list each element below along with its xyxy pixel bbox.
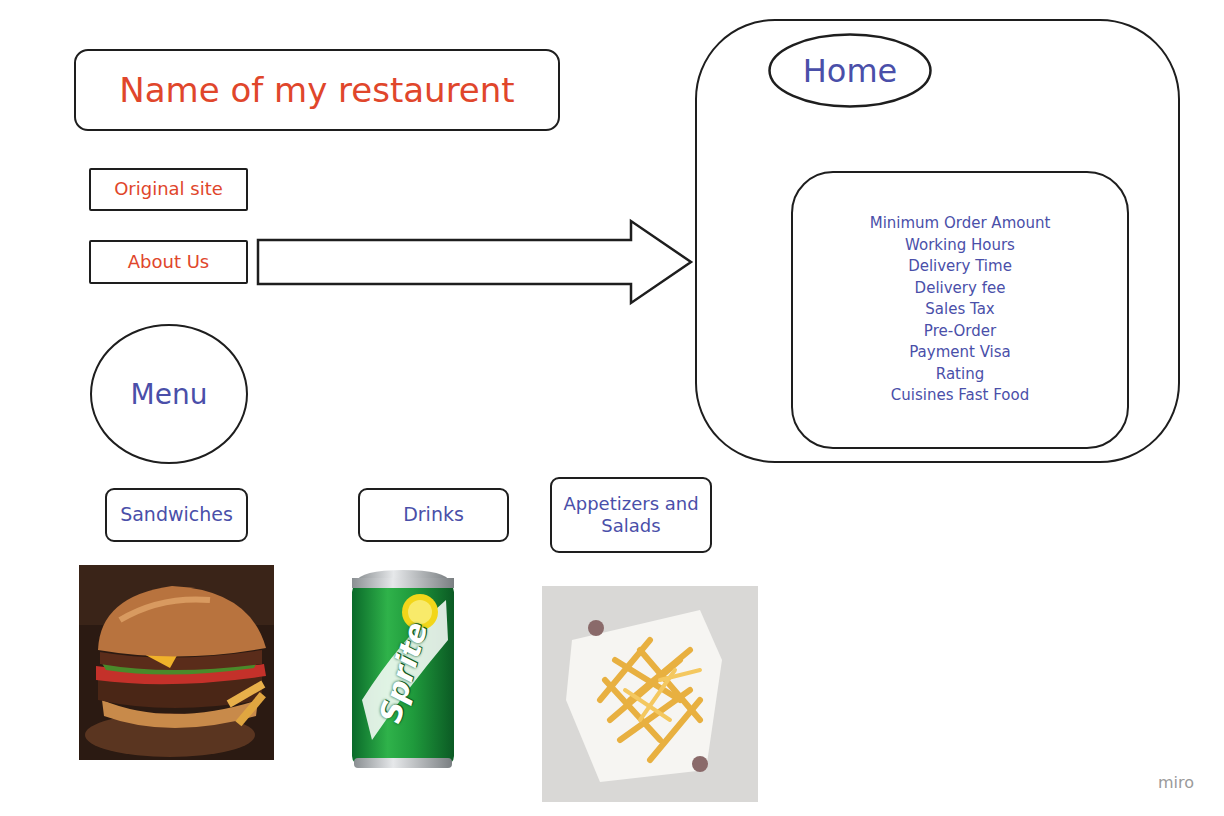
node-content: Name of my restaurent	[76, 51, 558, 129]
node-text: Sandwiches	[120, 503, 233, 527]
node-text: Original site	[114, 178, 223, 201]
home-panel: HomeMinimum Order AmountWorking HoursDel…	[695, 19, 1180, 463]
node-content: Minimum Order AmountWorking HoursDeliver…	[793, 173, 1127, 447]
title-box: Name of my restaurent	[74, 49, 560, 131]
node-text: About Us	[128, 251, 210, 274]
node-content: Drinks	[360, 490, 507, 540]
node-text: Home	[803, 51, 898, 91]
node-content: Sandwiches	[107, 490, 246, 540]
category-box: Drinks	[358, 488, 509, 542]
node-content: Appetizers and Salads	[552, 479, 710, 551]
node-text: Sales Tax	[925, 299, 994, 321]
node-text: Rating	[936, 364, 984, 386]
info-box: Minimum Order AmountWorking HoursDeliver…	[791, 171, 1129, 449]
ellipse-outline	[770, 35, 931, 107]
node-text: Cuisines Fast Food	[891, 385, 1029, 407]
burger-photo	[79, 565, 274, 760]
node-text: Delivery Time	[908, 256, 1012, 278]
node-text: Appetizers and Salads	[558, 493, 704, 538]
menu-circle: Menu	[90, 324, 248, 464]
link-box: Original site	[89, 168, 248, 211]
node-text: Pre-Order	[924, 321, 996, 343]
node-content: About Us	[91, 242, 246, 282]
node-text: Name of my restaurent	[119, 69, 514, 112]
node-content: Menu	[92, 326, 246, 462]
fries-photo	[542, 586, 758, 802]
soda-can-photo	[352, 570, 454, 768]
block-arrow	[258, 221, 691, 303]
node-content: Original site	[91, 170, 246, 209]
node-text: Delivery fee	[915, 278, 1006, 300]
heading-content: Home	[768, 33, 932, 108]
node-text: Menu	[131, 377, 208, 412]
category-box: Appetizers and Salads	[550, 477, 712, 553]
category-box: Sandwiches	[105, 488, 248, 542]
link-box: About Us	[89, 240, 248, 284]
node-text: Drinks	[403, 503, 464, 527]
home-heading: Home	[768, 33, 932, 108]
node-text: Working Hours	[905, 235, 1015, 257]
node-text: Minimum Order Amount	[870, 213, 1051, 235]
watermark: miro	[1158, 773, 1194, 792]
node-text: Payment Visa	[909, 342, 1011, 364]
